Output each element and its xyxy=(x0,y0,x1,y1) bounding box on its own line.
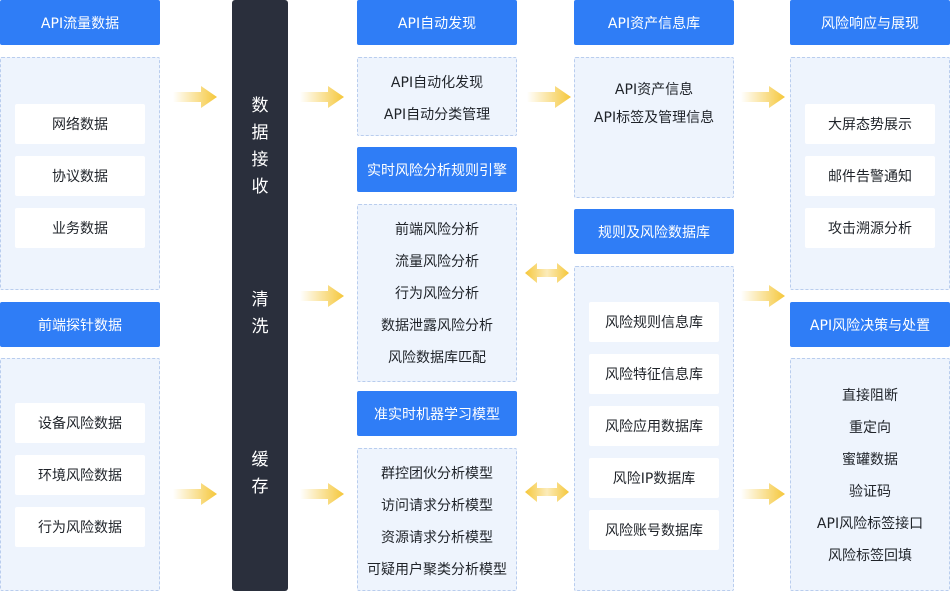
ml-model-item: 群控团伙分析模型 xyxy=(381,466,493,482)
bidirectional-arrow-icon xyxy=(525,482,569,502)
ml-model-item: 资源请求分析模型 xyxy=(381,530,493,546)
risk-feature-db-card: 风险特征信息库 xyxy=(589,354,719,394)
business-data-card: 业务数据 xyxy=(15,208,145,248)
api-asset-db-header: API资产信息库 xyxy=(574,0,734,45)
rules-risk-db-panel: 风险规则信息库 风险特征信息库 风险应用数据库 风险IP数据库 风险账号数据库 xyxy=(574,266,734,591)
right-arrow-icon xyxy=(527,86,571,108)
near-realtime-ml-panel: 群控团伙分析模型 访问请求分析模型 资源请求分析模型 可疑用户聚类分析模型 xyxy=(357,448,517,591)
attack-trace-card: 攻击溯源分析 xyxy=(805,208,935,248)
api-auto-discovery-panel: API自动化发现 API自动分类管理 xyxy=(357,57,517,136)
right-arrow-icon xyxy=(173,86,217,108)
behavior-risk-data-card: 行为风险数据 xyxy=(15,507,145,547)
processing-pillar: 数据接收 清洗 缓存 xyxy=(232,0,288,591)
frontend-probe-data-header: 前端探针数据 xyxy=(0,302,160,347)
api-risk-decision-header: API风险决策与处置 xyxy=(790,302,950,347)
decision-item: 重定向 xyxy=(849,420,891,436)
risk-app-db-card: 风险应用数据库 xyxy=(589,406,719,446)
right-arrow-icon xyxy=(300,86,344,108)
risk-account-db-card: 风险账号数据库 xyxy=(589,510,719,550)
realtime-item: 前端风险分析 xyxy=(395,222,479,238)
network-data-card: 网络数据 xyxy=(15,104,145,144)
cache-label: 缓存 xyxy=(251,450,269,497)
frontend-probe-data-panel: 设备风险数据 环境风险数据 行为风险数据 xyxy=(0,358,160,591)
email-alert-card: 邮件告警通知 xyxy=(805,156,935,196)
decision-item: 验证码 xyxy=(849,484,891,500)
device-risk-data-card: 设备风险数据 xyxy=(15,403,145,443)
decision-item: API风险标签接口 xyxy=(816,516,924,532)
right-arrow-icon xyxy=(741,483,785,505)
api-traffic-data-panel: 网络数据 协议数据 业务数据 xyxy=(0,57,160,290)
right-arrow-icon xyxy=(300,285,344,307)
right-arrow-icon xyxy=(741,86,785,108)
rules-risk-db-header: 规则及风险数据库 xyxy=(574,209,734,254)
right-arrow-icon xyxy=(300,483,344,505)
discovery-item: API自动分类管理 xyxy=(383,107,491,123)
asset-item: API资产信息 xyxy=(614,82,694,98)
risk-ip-db-card: 风险IP数据库 xyxy=(589,458,719,498)
realtime-rule-engine-panel: 前端风险分析 流量风险分析 行为风险分析 数据泄露风险分析 风险数据库匹配 xyxy=(357,204,517,382)
decision-item: 风险标签回填 xyxy=(828,548,912,564)
api-asset-db-panel: API资产信息 API标签及管理信息 xyxy=(574,57,734,198)
realtime-item: 数据泄露风险分析 xyxy=(381,318,493,334)
realtime-item: 行为风险分析 xyxy=(395,286,479,302)
api-auto-discovery-header: API自动发现 xyxy=(357,0,517,45)
discovery-item: API自动化发现 xyxy=(390,75,484,91)
decision-item: 蜜罐数据 xyxy=(842,452,898,468)
realtime-item: 风险数据库匹配 xyxy=(388,350,486,366)
realtime-item: 流量风险分析 xyxy=(395,254,479,270)
risk-response-display-header: 风险响应与展现 xyxy=(790,0,950,45)
asset-item: API标签及管理信息 xyxy=(593,110,715,126)
api-traffic-data-header: API流量数据 xyxy=(0,0,160,45)
environment-risk-data-card: 环境风险数据 xyxy=(15,455,145,495)
risk-response-display-panel: 大屏态势展示 邮件告警通知 攻击溯源分析 xyxy=(790,57,950,290)
decision-item: 直接阻断 xyxy=(842,388,898,404)
ml-model-item: 可疑用户聚类分析模型 xyxy=(367,562,507,578)
protocol-data-card: 协议数据 xyxy=(15,156,145,196)
api-risk-decision-panel: 直接阻断 重定向 蜜罐数据 验证码 API风险标签接口 风险标签回填 xyxy=(790,358,950,591)
risk-rule-db-card: 风险规则信息库 xyxy=(589,302,719,342)
right-arrow-icon xyxy=(173,483,217,505)
receive-label: 数据接收 xyxy=(251,96,269,197)
bidirectional-arrow-icon xyxy=(525,263,569,283)
big-screen-display-card: 大屏态势展示 xyxy=(805,104,935,144)
clean-label: 清洗 xyxy=(251,290,269,337)
near-realtime-ml-header: 准实时机器学习模型 xyxy=(357,391,517,436)
realtime-rule-engine-header: 实时风险分析规则引擎 xyxy=(357,147,517,192)
right-arrow-icon xyxy=(741,285,785,307)
ml-model-item: 访问请求分析模型 xyxy=(381,498,493,514)
